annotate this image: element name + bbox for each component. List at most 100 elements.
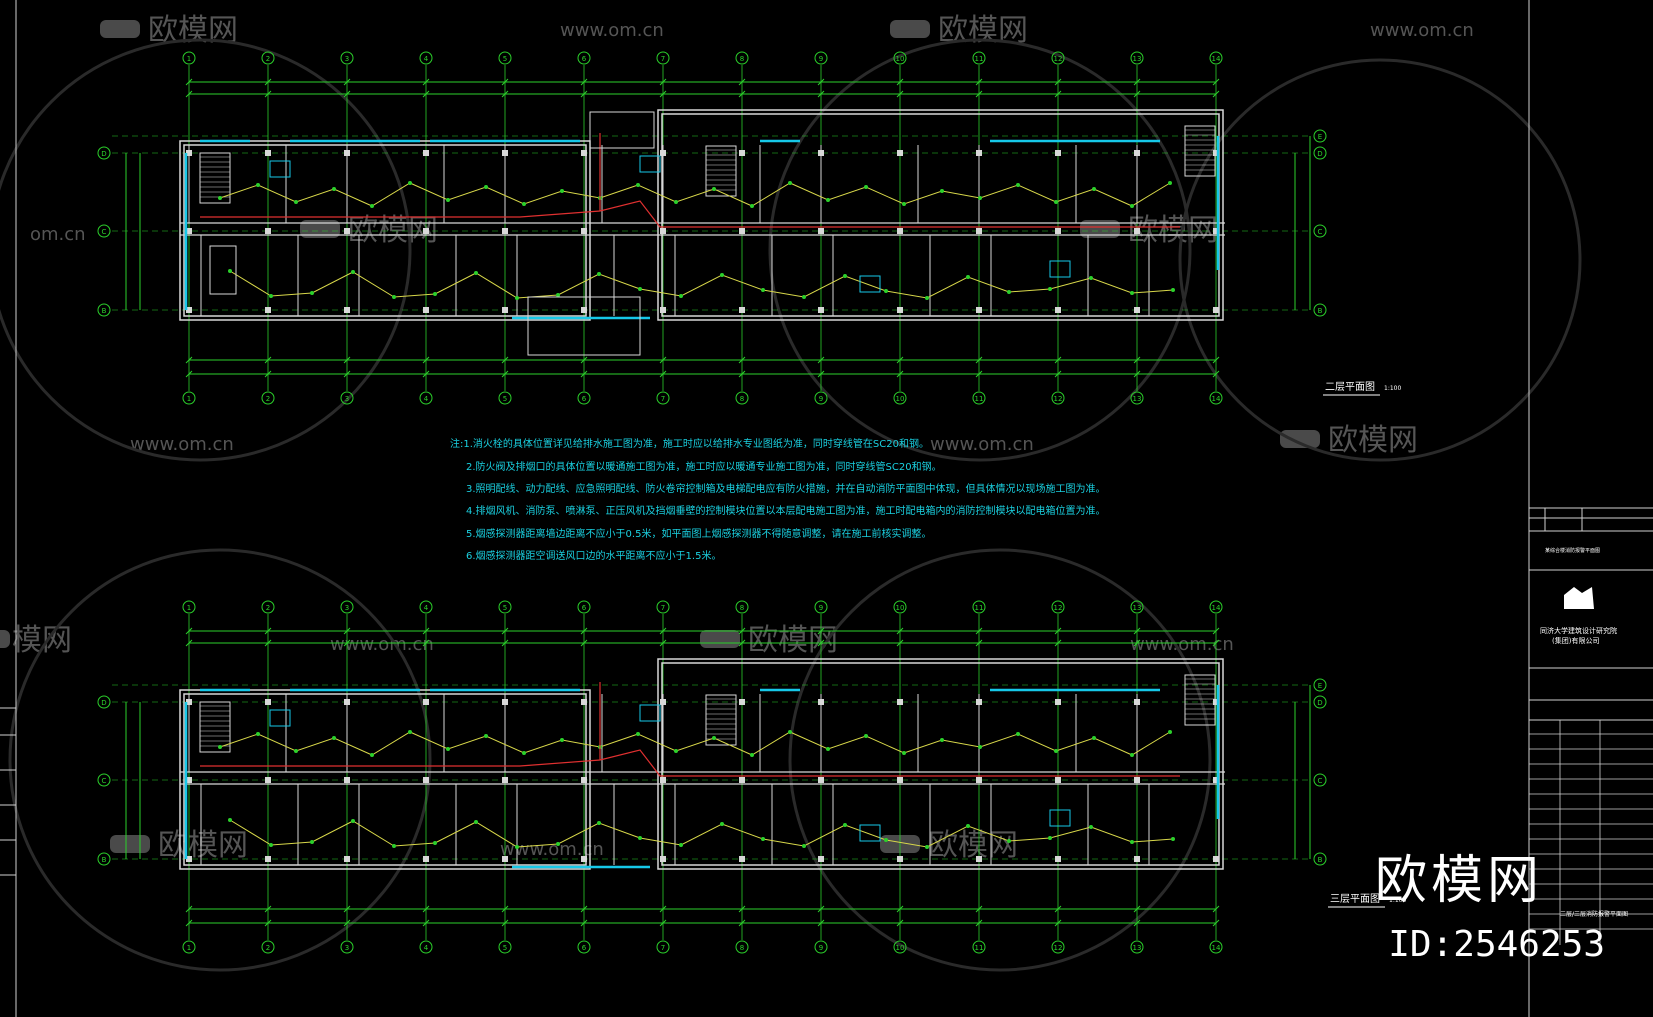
column — [818, 777, 824, 783]
axis-bubble — [498, 600, 512, 614]
smoke-detector — [1048, 287, 1052, 291]
axis-number-label: 13 — [1133, 944, 1142, 952]
column — [423, 699, 429, 705]
column — [660, 777, 666, 783]
equipment-box — [269, 709, 291, 727]
dimension-tick — [1212, 90, 1220, 98]
dimension-tick — [1212, 356, 1220, 364]
smoke-detector — [556, 293, 560, 297]
axis-number-label: 1 — [187, 604, 191, 612]
smoke-detector — [978, 745, 982, 749]
equipment-box — [639, 155, 661, 173]
watermark-circle — [788, 548, 1212, 972]
axis-bubble — [577, 600, 591, 614]
axis-number-label: 10 — [896, 395, 905, 403]
column — [265, 307, 271, 313]
stair-outline — [1184, 125, 1216, 177]
axis-bubble — [735, 51, 749, 65]
dimension-tick — [264, 639, 272, 647]
smoke-detector — [674, 749, 678, 753]
watermark-logo-icon — [1080, 220, 1120, 238]
dimension-tick — [185, 919, 193, 927]
stair-outline — [705, 145, 737, 197]
axis-bubble — [1313, 303, 1327, 317]
alarm-wiring-lower-row — [229, 270, 1174, 299]
axis-bubble — [261, 600, 275, 614]
axis-bubble — [1209, 940, 1223, 954]
axis-bubble — [498, 51, 512, 65]
dimension-tick — [1133, 905, 1141, 913]
column — [344, 856, 350, 862]
stair-east — [1184, 674, 1216, 726]
smoke-detector — [925, 296, 929, 300]
axis-number-label: 3 — [345, 944, 349, 952]
axis-bubble — [656, 391, 670, 405]
axis-bubble — [1051, 600, 1065, 614]
watermark-logo-text: 模网 — [12, 623, 72, 658]
dimension-tick — [1133, 627, 1141, 635]
dimension-tick — [264, 370, 272, 378]
dimension-tick — [738, 356, 746, 364]
plan-upper-scale: 1:100 — [1384, 385, 1401, 392]
column — [739, 856, 745, 862]
axis-number-label: 11 — [975, 395, 984, 403]
smoke-detector — [1016, 732, 1020, 736]
smoke-detector — [1092, 187, 1096, 191]
smoke-detector — [1171, 837, 1175, 841]
smoke-detector — [902, 751, 906, 755]
column — [502, 307, 508, 313]
axis-bubble — [97, 224, 111, 238]
sheet-title: 二层/三层消防报警平面图 — [1560, 910, 1628, 918]
dimension-tick — [659, 370, 667, 378]
dimension-tick — [501, 370, 509, 378]
axis-bubble — [893, 940, 907, 954]
watermark-site-text: www.om.cn — [1370, 20, 1474, 41]
column — [1055, 228, 1061, 234]
smoke-detector — [484, 185, 488, 189]
column — [660, 150, 666, 156]
column — [186, 777, 192, 783]
dimension-tick — [1054, 639, 1062, 647]
dimension-tick — [264, 90, 272, 98]
axis-letter-label: E — [1318, 682, 1322, 690]
axis-number-label: 6 — [582, 944, 587, 952]
smoke-detector — [636, 732, 640, 736]
axis-bubble — [814, 940, 828, 954]
column — [897, 228, 903, 234]
smoke-detector — [1092, 736, 1096, 740]
axis-number-label: 8 — [740, 395, 744, 403]
column — [818, 150, 824, 156]
dimension-tick — [343, 356, 351, 364]
axis-number-label: 10 — [896, 944, 905, 952]
watermark-site-text: www.om.cn — [330, 634, 434, 655]
watermark-logo-text: 欧模网 — [158, 828, 248, 863]
watermark-logo-text: 欧模网 — [1328, 423, 1418, 458]
smoke-detector — [256, 732, 260, 736]
smoke-detector — [597, 272, 601, 276]
column — [739, 777, 745, 783]
smoke-detector — [966, 824, 970, 828]
column — [581, 150, 587, 156]
dimension-tick — [343, 627, 351, 635]
axis-bubble — [1130, 391, 1144, 405]
watermark-circle — [0, 38, 412, 462]
axis-bubble — [97, 695, 111, 709]
dimension-tick — [343, 919, 351, 927]
axis-number-label: 5 — [503, 944, 507, 952]
axis-number-label: 11 — [975, 944, 984, 952]
dimension-tick — [1133, 90, 1141, 98]
column — [1213, 699, 1219, 705]
axis-bubble — [577, 391, 591, 405]
column — [423, 307, 429, 313]
dimension-tick — [580, 356, 588, 364]
column — [502, 777, 508, 783]
axis-bubble — [656, 51, 670, 65]
smoke-detector — [884, 838, 888, 842]
column — [1134, 777, 1140, 783]
axis-number-label: 9 — [819, 395, 823, 403]
dimension-tick — [1212, 627, 1220, 635]
smoke-detector — [1171, 288, 1175, 292]
dimension-tick — [659, 639, 667, 647]
column — [739, 699, 745, 705]
column — [660, 699, 666, 705]
